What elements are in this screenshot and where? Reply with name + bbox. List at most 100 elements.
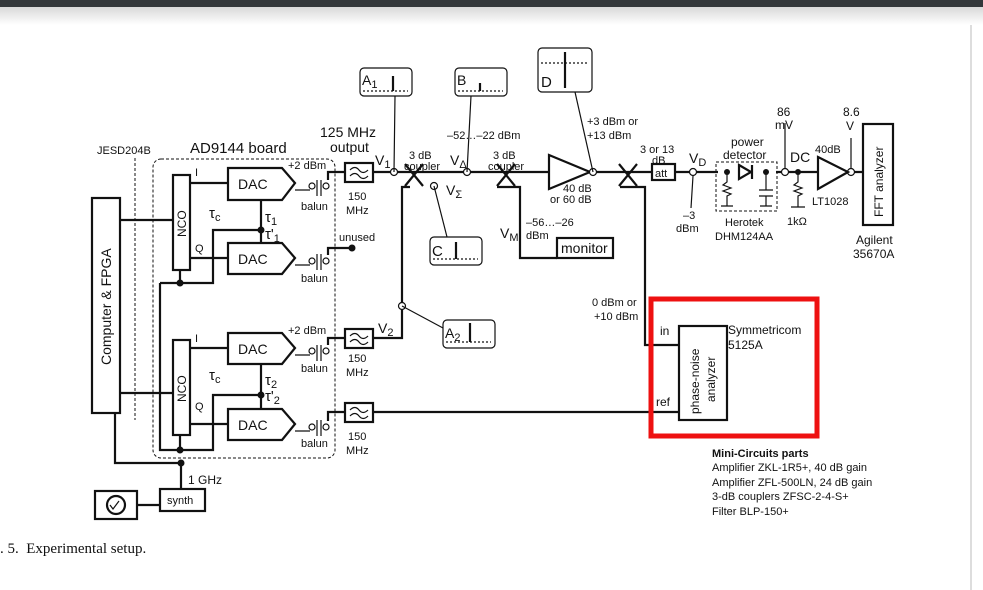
detector-model-2: DHM124AA [715,231,774,243]
pna-level-2: +10 dBm [594,311,638,323]
detector-components [721,172,773,207]
filter-1-unit: MHz [346,205,369,217]
board-label: AD9144 board [190,140,287,157]
pna-ref-label: ref [656,395,671,409]
vd-level-2: dBm [676,223,699,235]
dac-3-label: DAC [238,341,268,357]
unused-label: unused [339,232,375,244]
synth-box [158,487,207,513]
window-top-bar [0,0,983,7]
unused-terminal [348,244,356,252]
svg-text:A1: A1 [362,72,377,91]
v2-label: V2 [378,320,393,339]
tau-2: τ2 [265,372,277,391]
detector-model-1: Herotek [725,217,764,229]
vd-leader [690,175,694,209]
load-resistor [791,172,805,208]
junction [177,459,185,467]
monitor-level-2: dBm [526,230,549,242]
vd-label: VD [689,150,706,169]
coupler-2 [496,163,516,187]
pna-model-1: Symmetricom [728,323,801,337]
pna-in-line [620,185,679,347]
computer-fpga-box [90,196,122,415]
monitor-line [497,185,557,260]
attenuator-label: att [655,168,667,180]
computer-fpga-label: Computer & FPGA [98,248,114,365]
att-value-2: dB [652,155,665,167]
svg-text:B: B [457,72,466,88]
lowpass-filter-2 [343,327,375,350]
balun-3 [295,345,330,361]
fft-model-2: 35670A [853,247,894,261]
balun-4 [295,420,330,436]
nco-2-label: NCO [175,375,189,402]
clock-to-computer [113,413,183,489]
scope-c: C [429,236,483,266]
nco-2 [171,338,192,437]
fft-model-1: Agilent [856,233,893,247]
parts-line-3: 3-dB couplers ZFSC-2-4-S+ [712,491,849,503]
junction [795,169,801,175]
scope-a2: A2 [442,319,496,349]
lf-amp-gain: 40dB [815,144,841,156]
vdelta-label: VΔ [450,152,467,171]
oscillator-icon [105,494,127,516]
vsigma-label: VΣ [446,182,462,201]
output-label-1: 125 MHz [320,124,376,140]
amp-gain-2: or 60 dB [550,194,592,206]
fft-analyzer-box [861,122,895,227]
resistor-label: 1kΩ [787,216,807,228]
tau-c-1: τc [209,205,221,224]
nco-2-q: Q [195,401,204,413]
rf-amplifier [547,153,593,191]
pna-model-2: 5125A [728,338,763,352]
lf-amp-model: LT1028 [812,196,849,208]
lowpass-filter-3 [343,401,375,424]
junction [176,446,184,454]
node-dc [780,167,790,177]
figure-caption: . 5. Experimental setup. [0,541,147,557]
nco-2-iq-wires [190,346,228,426]
vdelta-level: –52…–22 dBm [447,130,520,142]
junction [257,226,265,234]
output-label-2: output [330,139,369,155]
coupler-3 [618,163,638,187]
vout-level-1: 8.6 [843,105,860,119]
tau-1-prime: τ'1 [265,226,280,245]
parts-title: Mini-Circuits parts [712,448,809,460]
scope-b: B [454,67,508,97]
dac-4: DAC [226,407,297,442]
balun-1 [295,180,330,196]
v2-line [373,185,410,340]
top-shadow [0,7,983,25]
vd-level-1: –3 [683,210,695,222]
nco-1-q: Q [195,243,204,255]
phase-noise-analyzer-box [677,324,729,422]
tau-c-2: τc [209,367,221,386]
nco-1-i: I [195,167,198,179]
balun-3-label: balun [301,363,328,375]
balun-outputs-1 [326,170,350,255]
monitor-box [555,236,615,260]
pna-label-2: analyzer [704,357,718,402]
ad9144-board-outline [152,158,336,459]
clock-label: 1 GHz [188,473,222,487]
monitor-level-1: –56…–26 [526,217,574,229]
lf-amplifier [816,155,851,191]
dac-1-label: DAC [238,176,268,192]
computer-nco-links [120,218,173,395]
dac-2-label: DAC [238,251,268,267]
tau-1: τ1 [265,209,277,228]
nco-1 [171,173,192,272]
balun-outputs-2 [326,336,345,421]
jesd-label: JESD204B [97,145,151,157]
dac-2: DAC [226,241,297,276]
parts-line-1: Amplifier ZKL-1R5+, 40 dB gain [712,462,867,474]
dc-level-1: 86 [777,105,791,119]
coupler-2-label-1: 3 dB [493,150,516,162]
filter-1-freq: 150 [348,191,366,203]
dac-3-power: +2 dBm [288,325,326,337]
filter-3-freq: 150 [348,431,366,443]
nco-2-i: I [195,333,198,345]
